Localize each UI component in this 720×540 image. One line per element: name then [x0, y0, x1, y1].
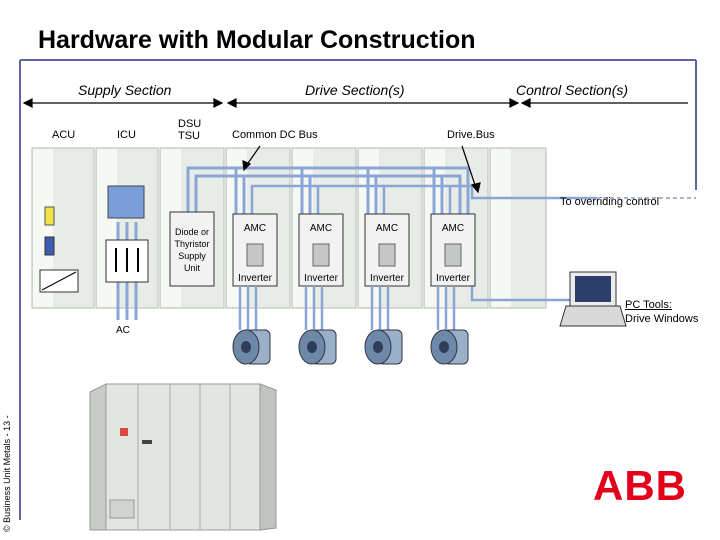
pc-tools-line	[470, 286, 570, 302]
drivebus-label: Drive.Bus	[447, 129, 495, 141]
supply-unit-label: Diode or Thyristor Supply Unit	[174, 227, 210, 273]
pc-tools-label: PC Tools: Drive Windows	[625, 299, 699, 325]
common-dc-bus-label: Common DC Bus	[232, 129, 318, 141]
acu-label: ACU	[52, 129, 76, 141]
motor-icon	[298, 329, 337, 365]
motors	[232, 329, 469, 365]
copyright-side-text: © Business Unit Metals - 13 -	[2, 415, 12, 532]
overriding-control-label: To overriding control	[560, 196, 660, 208]
drivebus-lines	[250, 184, 596, 215]
motor-cables	[238, 286, 456, 330]
tsu-label: TSU	[178, 130, 200, 142]
amc-label: AMC	[441, 223, 465, 234]
supply-unit-box	[169, 211, 215, 287]
amc-label: AMC	[309, 223, 333, 234]
drive-section-label: Drive Section(s)	[305, 82, 405, 98]
svg-text:ABB: ABB	[593, 462, 687, 509]
control-section-label: Control Section(s)	[516, 82, 629, 98]
amc-label: AMC	[375, 223, 399, 234]
motor-icon	[430, 329, 469, 365]
motor-icon	[232, 329, 271, 365]
supply-section-label: Supply Section	[78, 82, 172, 98]
inverter-label: Inverter	[238, 273, 272, 284]
ac-label: AC	[116, 325, 130, 336]
icu-device	[107, 185, 145, 219]
common-dc-bus-lines	[186, 166, 470, 215]
dsu-label: DSU	[178, 118, 202, 130]
cabinet-photo-icon	[89, 383, 277, 531]
section-arrows	[22, 98, 688, 108]
inverter-label: Inverter	[370, 273, 404, 284]
drivebus-pointer	[461, 145, 477, 189]
motor-icon	[364, 329, 403, 365]
laptop-icon	[559, 271, 627, 327]
icu-label: ICU	[117, 129, 136, 141]
abb-logo: ABB	[593, 462, 687, 509]
page-title: Hardware with Modular Construction	[38, 26, 476, 54]
inverter-label: Inverter	[304, 273, 338, 284]
acu-blue-device	[44, 236, 55, 256]
amc-label: AMC	[243, 223, 267, 234]
acu-yellow-device	[44, 206, 55, 226]
inverter-label: Inverter	[436, 273, 470, 284]
